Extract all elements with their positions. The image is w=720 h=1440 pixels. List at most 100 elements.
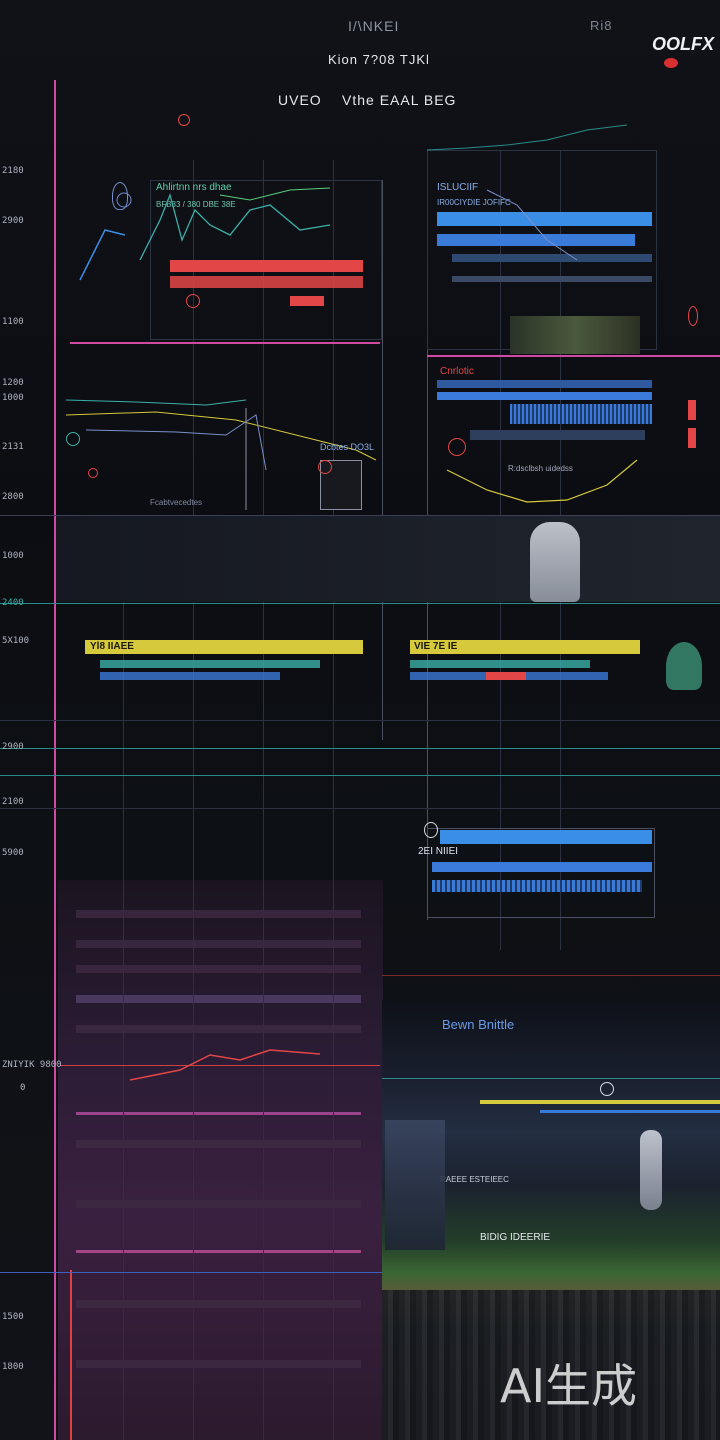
- pink-line: [70, 342, 380, 344]
- bar-red: [170, 276, 363, 288]
- pitcher-figure-image: [640, 1130, 662, 1210]
- axis-label: 2900: [2, 216, 24, 226]
- panel-small-text: IR00CIYDIE JOFIFC: [437, 198, 511, 207]
- bar-blue: [437, 392, 652, 400]
- bar-blue: [540, 1110, 720, 1113]
- grid-line: [263, 160, 264, 1440]
- axis-label: 1000: [2, 551, 24, 561]
- axis-label: 1100: [2, 317, 24, 327]
- red-axis-line: [70, 1270, 72, 1440]
- marker-circle-icon: [600, 1082, 614, 1096]
- bar-blue: [440, 830, 652, 844]
- axis-label: 2900: [2, 742, 24, 752]
- marker-circle-icon: [318, 460, 332, 474]
- chart-panel-lower[interactable]: [427, 828, 655, 918]
- bar-red: [170, 260, 363, 272]
- logo-mark-icon: [664, 58, 678, 68]
- axis-label: 5X100: [2, 636, 30, 646]
- brand-logo: OOLFX: [652, 34, 714, 54]
- axis-label: 2800: [2, 492, 24, 502]
- bar-blue-dim: [452, 254, 652, 262]
- bar-blue-striped: [432, 880, 642, 892]
- axis-label: 2100: [2, 797, 24, 807]
- grid-line: [0, 720, 720, 721]
- panel-small-text: BFB33 / 380 DBE 38E: [156, 200, 236, 209]
- corner-label: Ri8: [590, 18, 613, 33]
- teal-line: [0, 748, 720, 749]
- nav-mid[interactable]: Vthe EAAL BEG: [342, 92, 457, 108]
- panel-label: Ahlirtnn nrs dhae: [156, 182, 232, 193]
- grid-line: [0, 515, 720, 516]
- drop-icon: [112, 182, 128, 210]
- marker-circle-icon: [688, 306, 698, 326]
- stripe: [76, 995, 361, 1003]
- grid-line: [382, 180, 383, 740]
- crowd-photo: [382, 1290, 720, 1440]
- axis-label: 2180: [2, 166, 24, 176]
- bar-red-small: [290, 296, 324, 306]
- grid-line: [0, 808, 720, 809]
- stripe: [76, 940, 361, 948]
- stripe: [76, 1112, 361, 1115]
- axis-label: 5900: [2, 848, 24, 858]
- chart-panel-top-left[interactable]: [150, 180, 382, 340]
- bar-blue: [437, 380, 652, 388]
- yellow-label-right: VIE 7E IE: [414, 641, 458, 652]
- axis-label: ZNIYIK 9800: [2, 1060, 62, 1070]
- axis-label: 0: [20, 1083, 26, 1093]
- teal-line: [0, 775, 720, 776]
- header-top: I/\NKEI: [348, 18, 400, 34]
- yellow-label-left: Yl8 IIAEE: [90, 641, 134, 652]
- red-marker: [688, 400, 696, 420]
- grid-line: [123, 520, 124, 1440]
- grid-line: [333, 160, 334, 1440]
- avatar-image: [666, 642, 702, 690]
- stripe: [76, 1025, 361, 1033]
- bar-blue: [437, 212, 652, 226]
- field-text: BIDIG IDEERIE: [480, 1232, 551, 1243]
- axis-label: 2400: [2, 598, 24, 608]
- axis-label: 2131: [2, 442, 24, 452]
- blue-label-lower: 2EI NIIEI: [418, 846, 459, 857]
- bar-blue: [100, 672, 280, 680]
- panel-label: ISLUCIIF: [437, 182, 479, 193]
- pink-data-column: [58, 880, 383, 1440]
- bar-yellow: [410, 640, 640, 654]
- marker-circle-icon: [88, 468, 98, 478]
- marker-circle-icon: [186, 294, 200, 308]
- line-chart-mid-right: [446, 459, 638, 503]
- panel-small-text: R:dsclbsh uidedss: [508, 464, 573, 473]
- panel-small-text: Fcabtvecedtes: [150, 498, 203, 507]
- player-figure-image: [530, 522, 580, 602]
- bar-red: [486, 672, 526, 680]
- bar-blue-dim: [470, 430, 645, 440]
- axis-label: 1000: [2, 393, 24, 403]
- nav-left[interactable]: UVEO: [278, 92, 322, 108]
- panel-label: Cnrlotic: [440, 366, 474, 377]
- red-marker: [688, 428, 696, 448]
- red-trace-chart: [129, 1049, 321, 1081]
- stripe: [76, 910, 361, 918]
- stripe: [76, 1250, 361, 1253]
- stripe: [76, 1140, 361, 1148]
- red-line: [382, 975, 720, 976]
- marker-circle-icon: [178, 114, 190, 126]
- panel-label: Dcbtes DO3L: [320, 442, 375, 452]
- bar-blue: [437, 234, 635, 246]
- stripe: [76, 1300, 361, 1308]
- axis-label: 1500: [2, 1312, 24, 1322]
- bar-yellow: [480, 1100, 720, 1104]
- axis-label: 1800: [2, 1362, 24, 1372]
- stripe: [76, 965, 361, 973]
- header-subtitle: Kion 7?08 TJKl: [328, 52, 430, 67]
- marker-circle-icon: [424, 822, 438, 838]
- ai-generated-watermark: AI生成: [500, 1359, 638, 1413]
- red-line: [60, 1065, 380, 1066]
- batter-figure-image: [385, 1120, 445, 1250]
- axis-label: 1200: [2, 378, 24, 388]
- bar-teal: [100, 660, 320, 668]
- bar-blue-striped: [510, 404, 652, 424]
- stripe: [76, 1200, 361, 1208]
- thumbnail-image[interactable]: [510, 316, 640, 354]
- line-chart-top-right: [427, 124, 628, 261]
